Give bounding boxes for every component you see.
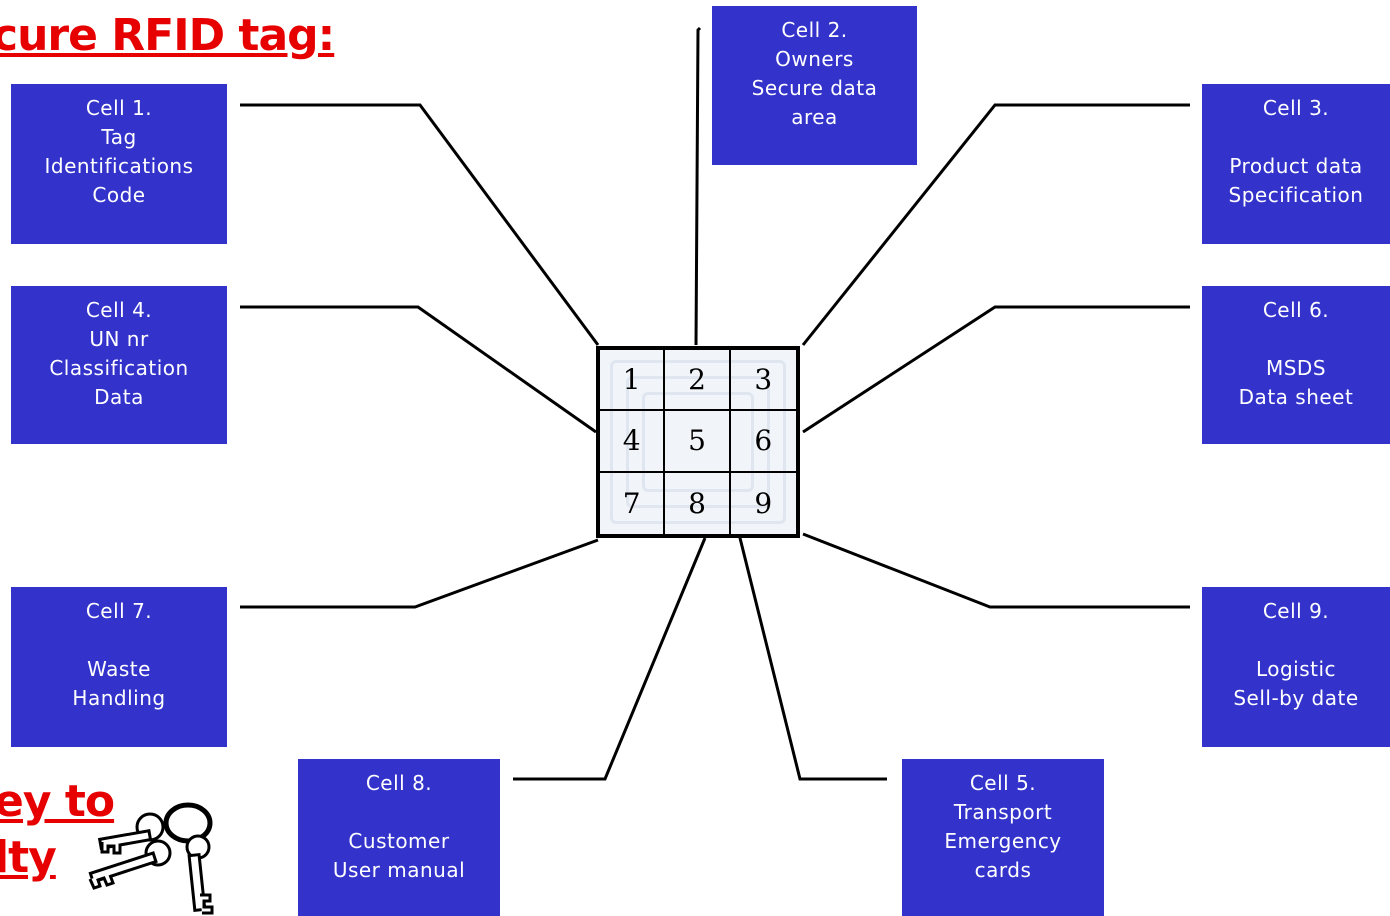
connector-cell-2 (694, 26, 702, 346)
chip-cell-3: 3 (730, 350, 796, 412)
footer-text-line-1: ey to (0, 776, 115, 827)
chip-cell-4: 4 (600, 411, 666, 473)
cell-7-line-1: Cell 7. (85, 599, 153, 623)
cell-9-line-2 (1202, 626, 1390, 655)
cell-9-line-4: Sell-by date (1233, 686, 1359, 710)
cell-7-line-4: Handling (72, 686, 166, 710)
cell-8-line-3: Customer (348, 829, 450, 853)
cell-1-line-3: Identifications (44, 154, 194, 178)
chip-cell-9: 9 (754, 486, 773, 520)
cell-3-line-4: Specification (1228, 183, 1364, 207)
cell-6-line-3: MSDS (1265, 356, 1327, 380)
cell-3-box: Cell 3. Product data Specification (1202, 84, 1390, 244)
cell-3-line-3: Product data (1229, 154, 1363, 178)
cell-4-line-4: Data (94, 385, 144, 409)
cell-5-box: Cell 5. Transport Emergency cards (902, 759, 1104, 916)
cell-1-box: Cell 1. Tag Identifications Code (11, 84, 227, 244)
chip-cell-5: 5 (665, 411, 731, 473)
cell-1-line-2: Tag (101, 125, 137, 149)
connector-cell-4 (240, 305, 597, 434)
cell-2-line-2: Owners (775, 47, 854, 71)
connector-cell-7 (240, 538, 599, 609)
cell-9-line-3: Logistic (1255, 657, 1337, 681)
chip-cell-6: 6 (730, 411, 796, 473)
cell-6-line-1: Cell 6. (1262, 298, 1330, 322)
rfid-chip-grid: 1 2 3 4 5 6 7 8 9 (596, 346, 800, 538)
cell-2-line-1: Cell 2. (781, 18, 848, 42)
antenna-trace-outer (610, 360, 786, 524)
cell-3-line-1: Cell 3. (1262, 96, 1330, 120)
connector-cell-3 (801, 103, 1190, 346)
cell-6-line-4: Data sheet (1238, 385, 1354, 409)
cell-9-box: Cell 9. Logistic Sell-by date (1202, 587, 1390, 747)
footer-text-line-2: lty (0, 832, 57, 883)
cell-8-line-1: Cell 8. (365, 771, 433, 795)
cell-3-line-2 (1202, 123, 1390, 152)
antenna-trace-middle (626, 376, 770, 508)
cell-2-line-4: area (791, 105, 838, 129)
chip-cell-7: 7 (600, 472, 666, 534)
cell-6-line-2 (1202, 325, 1390, 354)
cell-6-box: Cell 6. MSDS Data sheet (1202, 286, 1390, 444)
chip-cell-8: 8 (665, 472, 731, 534)
cell-4-line-2: UN nr (89, 327, 149, 351)
cell-1-line-1: Cell 1. (85, 96, 153, 120)
cell-4-line-3: Classification (49, 356, 189, 380)
keys-icon (88, 802, 214, 915)
cell-8-line-2 (298, 798, 500, 827)
cell-5-line-4: cards (974, 858, 1032, 882)
chip-cell-2: 2 (665, 350, 731, 412)
cell-5-line-2: Transport (953, 800, 1053, 824)
cell-7-box: Cell 7. Waste Handling (11, 587, 227, 747)
cell-4-box: Cell 4. UN nr Classification Data (11, 286, 227, 444)
cell-1-line-4: Code (92, 183, 146, 207)
diagram-title: cure RFID tag: (0, 10, 335, 61)
cell-2-box: Cell 2. Owners Secure data area (712, 6, 917, 165)
cell-4-line-1: Cell 4. (85, 298, 153, 322)
cell-8-box: Cell 8. Customer User manual (298, 759, 500, 916)
connector-cell-8 (513, 537, 707, 781)
cell-5-line-1: Cell 5. (969, 771, 1037, 795)
cell-9-line-1: Cell 9. (1262, 599, 1330, 623)
cell-8-line-4: User manual (332, 858, 466, 882)
cell-2-line-3: Secure data (751, 76, 878, 100)
connector-cell-6 (802, 305, 1190, 434)
chip-cell-1: 1 (600, 350, 666, 412)
cell-7-line-3: Waste (87, 657, 151, 681)
antenna-trace-inner (642, 392, 754, 492)
connector-cell-9 (802, 532, 1190, 609)
cell-7-line-2 (11, 626, 227, 655)
connector-cell-1 (240, 103, 600, 346)
cell-5-line-3: Emergency (944, 829, 1062, 853)
